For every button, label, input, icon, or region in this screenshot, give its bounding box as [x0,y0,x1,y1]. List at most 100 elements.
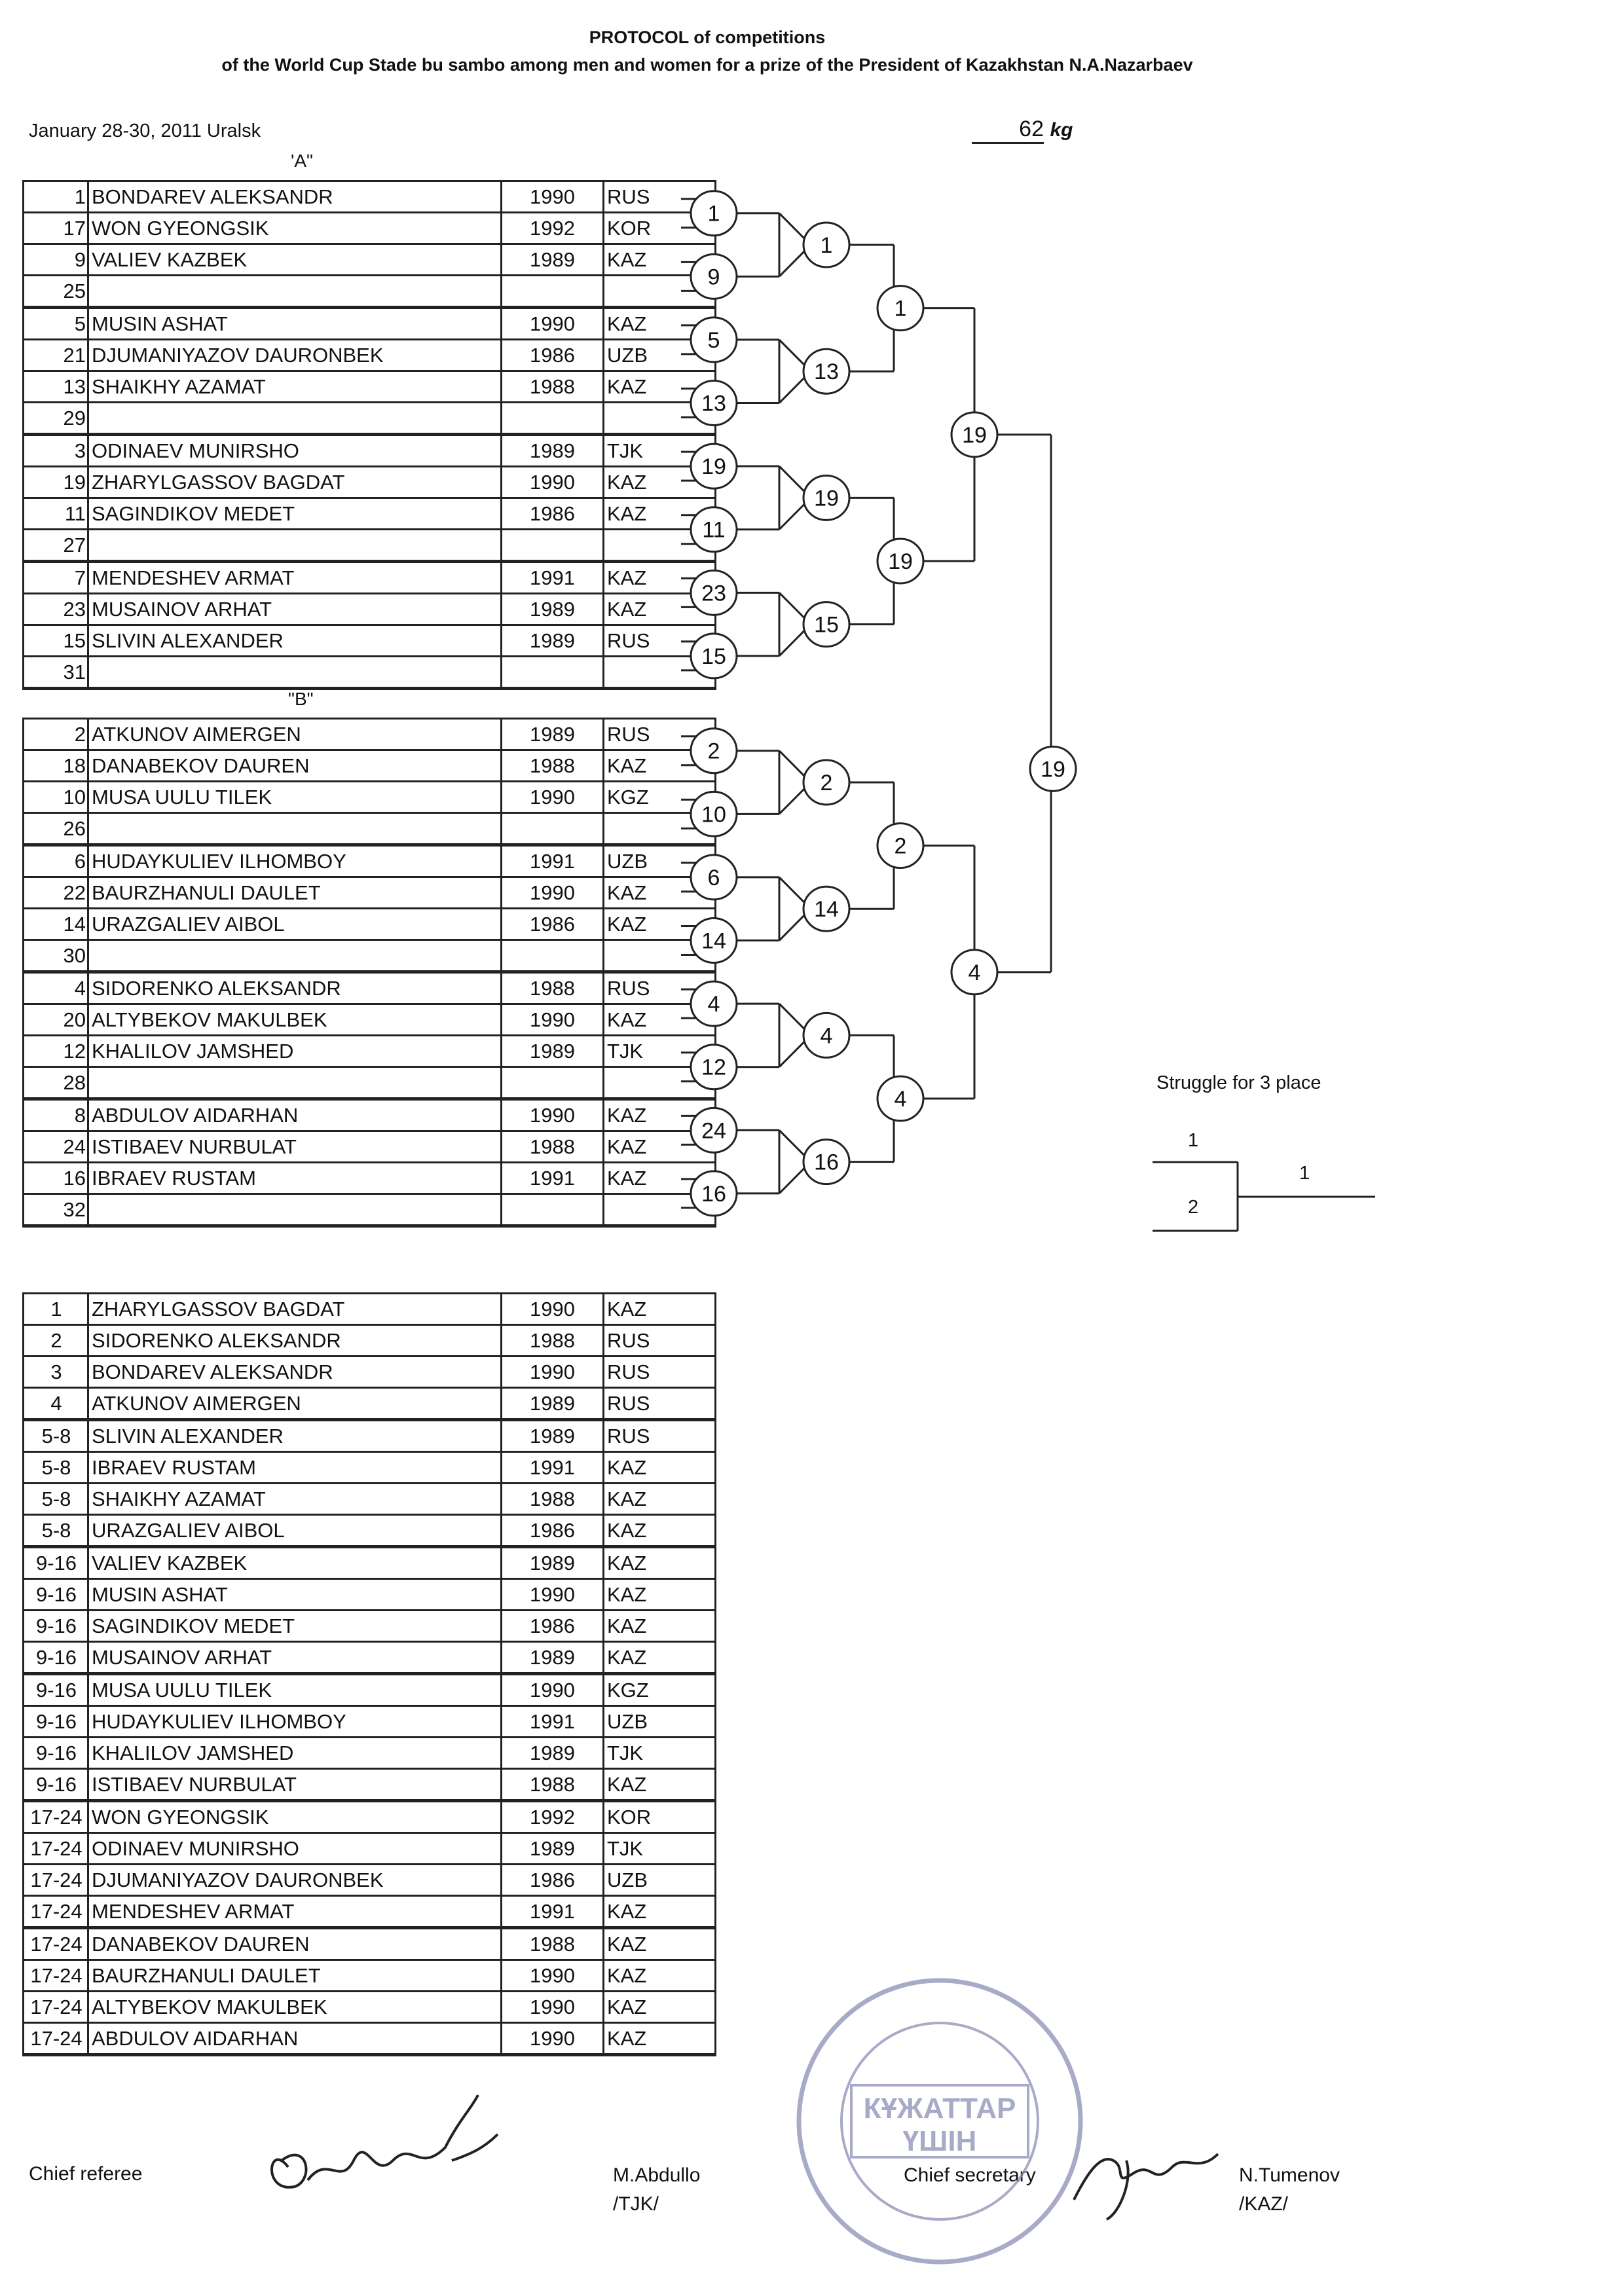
bout-winner-number: 14 [814,897,839,922]
cell-name: SLIVIN ALEXANDER [87,1419,502,1453]
cell-name: MENDESHEV ARMAT [87,560,502,594]
bracket-line [778,1041,805,1068]
cell-year: 1991 [500,560,604,594]
bout-winner-number: 13 [701,392,726,416]
cell-name: MUSIN ASHAT [87,306,502,340]
bout-winner-number: 15 [814,613,839,638]
cell-name: HUDAYKULIEV ILHOMBOY [87,1705,502,1738]
table-row: 30 [22,939,716,974]
cell-year: 1986 [500,1863,604,1897]
cell-country: KAZ [602,1546,716,1580]
cell-name [87,401,502,436]
cell-name: ISTIBAEV NURBULAT [87,1768,502,1802]
cell-year: 1989 [500,592,604,626]
cell-country: KAZ [602,1482,716,1516]
cell-name: BONDAREV ALEKSANDR [87,180,502,213]
weight-category: 62 kg [972,117,1073,144]
bout-winner-number: 19 [888,549,913,574]
bout-winner-number: 2 [895,834,907,859]
cell-n: 31 [22,655,89,690]
cell-country: KAZ [602,1609,716,1643]
cell-place: 5-8 [22,1482,89,1516]
cell-n: 24 [22,1130,89,1163]
bout-winner-number: 10 [701,802,726,827]
cell-year [500,655,604,690]
cell-name: MUSA UULU TILEK [87,780,502,814]
bout-winner-number: 19 [701,454,726,479]
cell-name: WON GYEONGSIK [87,211,502,245]
bout-winner-number: 19 [962,423,987,448]
cell-year: 1992 [500,211,604,245]
cell-year: 1991 [500,1451,604,1484]
cell-name: SAGINDIKOV MEDET [87,1609,502,1643]
cell-name: URAZGALIEV AIBOL [87,907,502,941]
cell-year: 1990 [500,1990,604,2024]
cell-name: IBRAEV RUSTAM [87,1451,502,1484]
bout-winner-number: 24 [701,1118,726,1143]
cell-country: KAZ [602,1292,716,1326]
bout-winner-number: 12 [701,1055,726,1080]
cell-year: 1990 [500,180,604,213]
cell-country: RUS [602,1387,716,1421]
cell-year: 1989 [500,1419,604,1453]
third-place-winner: 1 [1299,1163,1310,1184]
cell-year [500,1193,604,1228]
bout-winner-number: 1 [708,202,720,227]
cell-name: MENDESHEV ARMAT [87,1895,502,1929]
cell-name: IBRAEV RUSTAM [87,1161,502,1195]
cell-year: 1990 [500,306,604,340]
cell-name: SHAIKHY AZAMAT [87,1482,502,1516]
final-winner-circle [1029,745,1077,792]
cell-n: 29 [22,401,89,436]
cell-name: DANABEKOV DAUREN [87,1927,502,1961]
bout-winner-number: 13 [814,359,839,384]
bout-winner-number: 1 [895,297,907,321]
cell-year: 1986 [500,1514,604,1548]
bout-winner-number: 19 [814,486,839,511]
cell-year: 1989 [500,1641,604,1675]
cell-name: KHALILOV JAMSHED [87,1034,502,1068]
bout-winner-number: 6 [708,866,720,890]
bracket-line [778,630,805,657]
cell-year: 1988 [500,1768,604,1802]
cell-name: VALIEV KAZBEK [87,243,502,276]
cell-name: ZHARYLGASSOV BAGDAT [87,465,502,499]
cell-name [87,939,502,974]
cell-n: 32 [22,1193,89,1228]
cell-country: KAZ [602,1959,716,1992]
third-place-top: 1 [1188,1130,1199,1151]
cell-name [87,655,502,690]
cell-name: ATKUNOV AIMERGEN [87,718,502,751]
cell-country: KGZ [602,1673,716,1707]
cell-name: MUSAINOV ARHAT [87,592,502,626]
bout-winner-number: 4 [821,1023,833,1048]
cell-name: BAURZHANULI DAULET [87,876,502,909]
bracket-line [778,1167,805,1194]
pool-a-label: 'A" [291,151,313,171]
cell-country: KAZ [602,1990,716,2024]
cell-name: ABDULOV AIDARHAN [87,2022,502,2056]
cell-n: 17 [22,211,89,245]
cell-name: VALIEV KAZBEK [87,1546,502,1580]
cell-name [87,812,502,847]
cell-year: 1990 [500,1673,604,1707]
cell-place: 17-24 [22,2022,89,2056]
chief-secretary-label: Chief secretary [904,2164,1036,2186]
stamp-center-line1: КҰЖАТТАР [864,2092,1016,2124]
cell-n: 7 [22,560,89,594]
